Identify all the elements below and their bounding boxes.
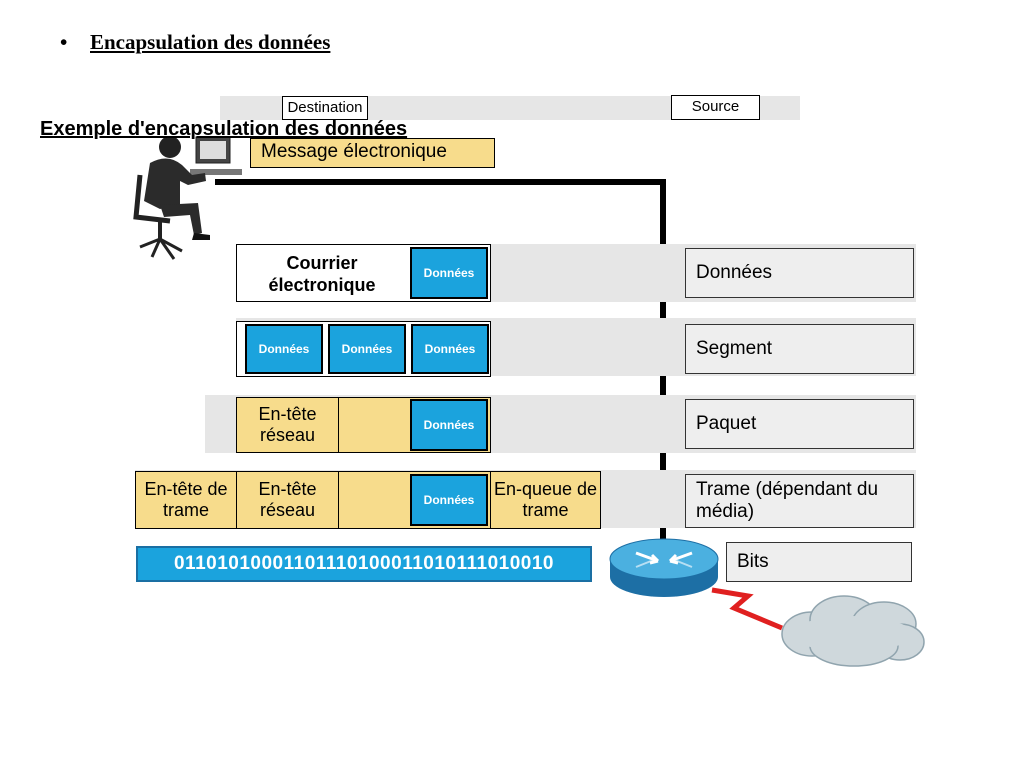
layer-packet: Paquet [685, 399, 914, 449]
destination-box: Destination [282, 96, 368, 120]
email-label: Courrier électronique [268, 253, 376, 295]
segment-data-box-2: Données [328, 324, 406, 374]
message-box: Message électronique [250, 138, 495, 168]
diagram-subtitle: Exemple d'encapsulation des données [40, 118, 408, 140]
bullet-heading: • Encapsulation des données [60, 30, 330, 55]
bits-bar: 01101010001101110100011010111010010 [136, 546, 592, 582]
packet-data-box: Données [410, 399, 488, 451]
frame-network-header: En-tête réseau [236, 471, 339, 529]
layer-data: Données [685, 248, 914, 298]
bullet-symbol: • [60, 30, 68, 54]
segment-data-box-3: Données [411, 324, 489, 374]
serial-link [711, 587, 783, 631]
segment-data-box-1: Données [245, 324, 323, 374]
frame-trailer: En-queue de trame [490, 471, 601, 529]
email-data-box: Données [410, 247, 488, 299]
layer-frame: Trame (dépendant du média) [685, 474, 914, 528]
network-cloud-icon [781, 595, 925, 667]
person-at-computer-icon [133, 136, 242, 260]
packet-network-header: En-tête réseau [236, 397, 339, 453]
frame-data-box: Données [410, 474, 488, 526]
bullet-title: Encapsulation des données [90, 30, 331, 54]
layer-segment: Segment [685, 324, 914, 374]
layer-bits: Bits [726, 542, 912, 582]
router-icon [609, 538, 719, 597]
frame-header: En-tête de trame [135, 471, 237, 529]
source-box: Source [671, 95, 760, 120]
